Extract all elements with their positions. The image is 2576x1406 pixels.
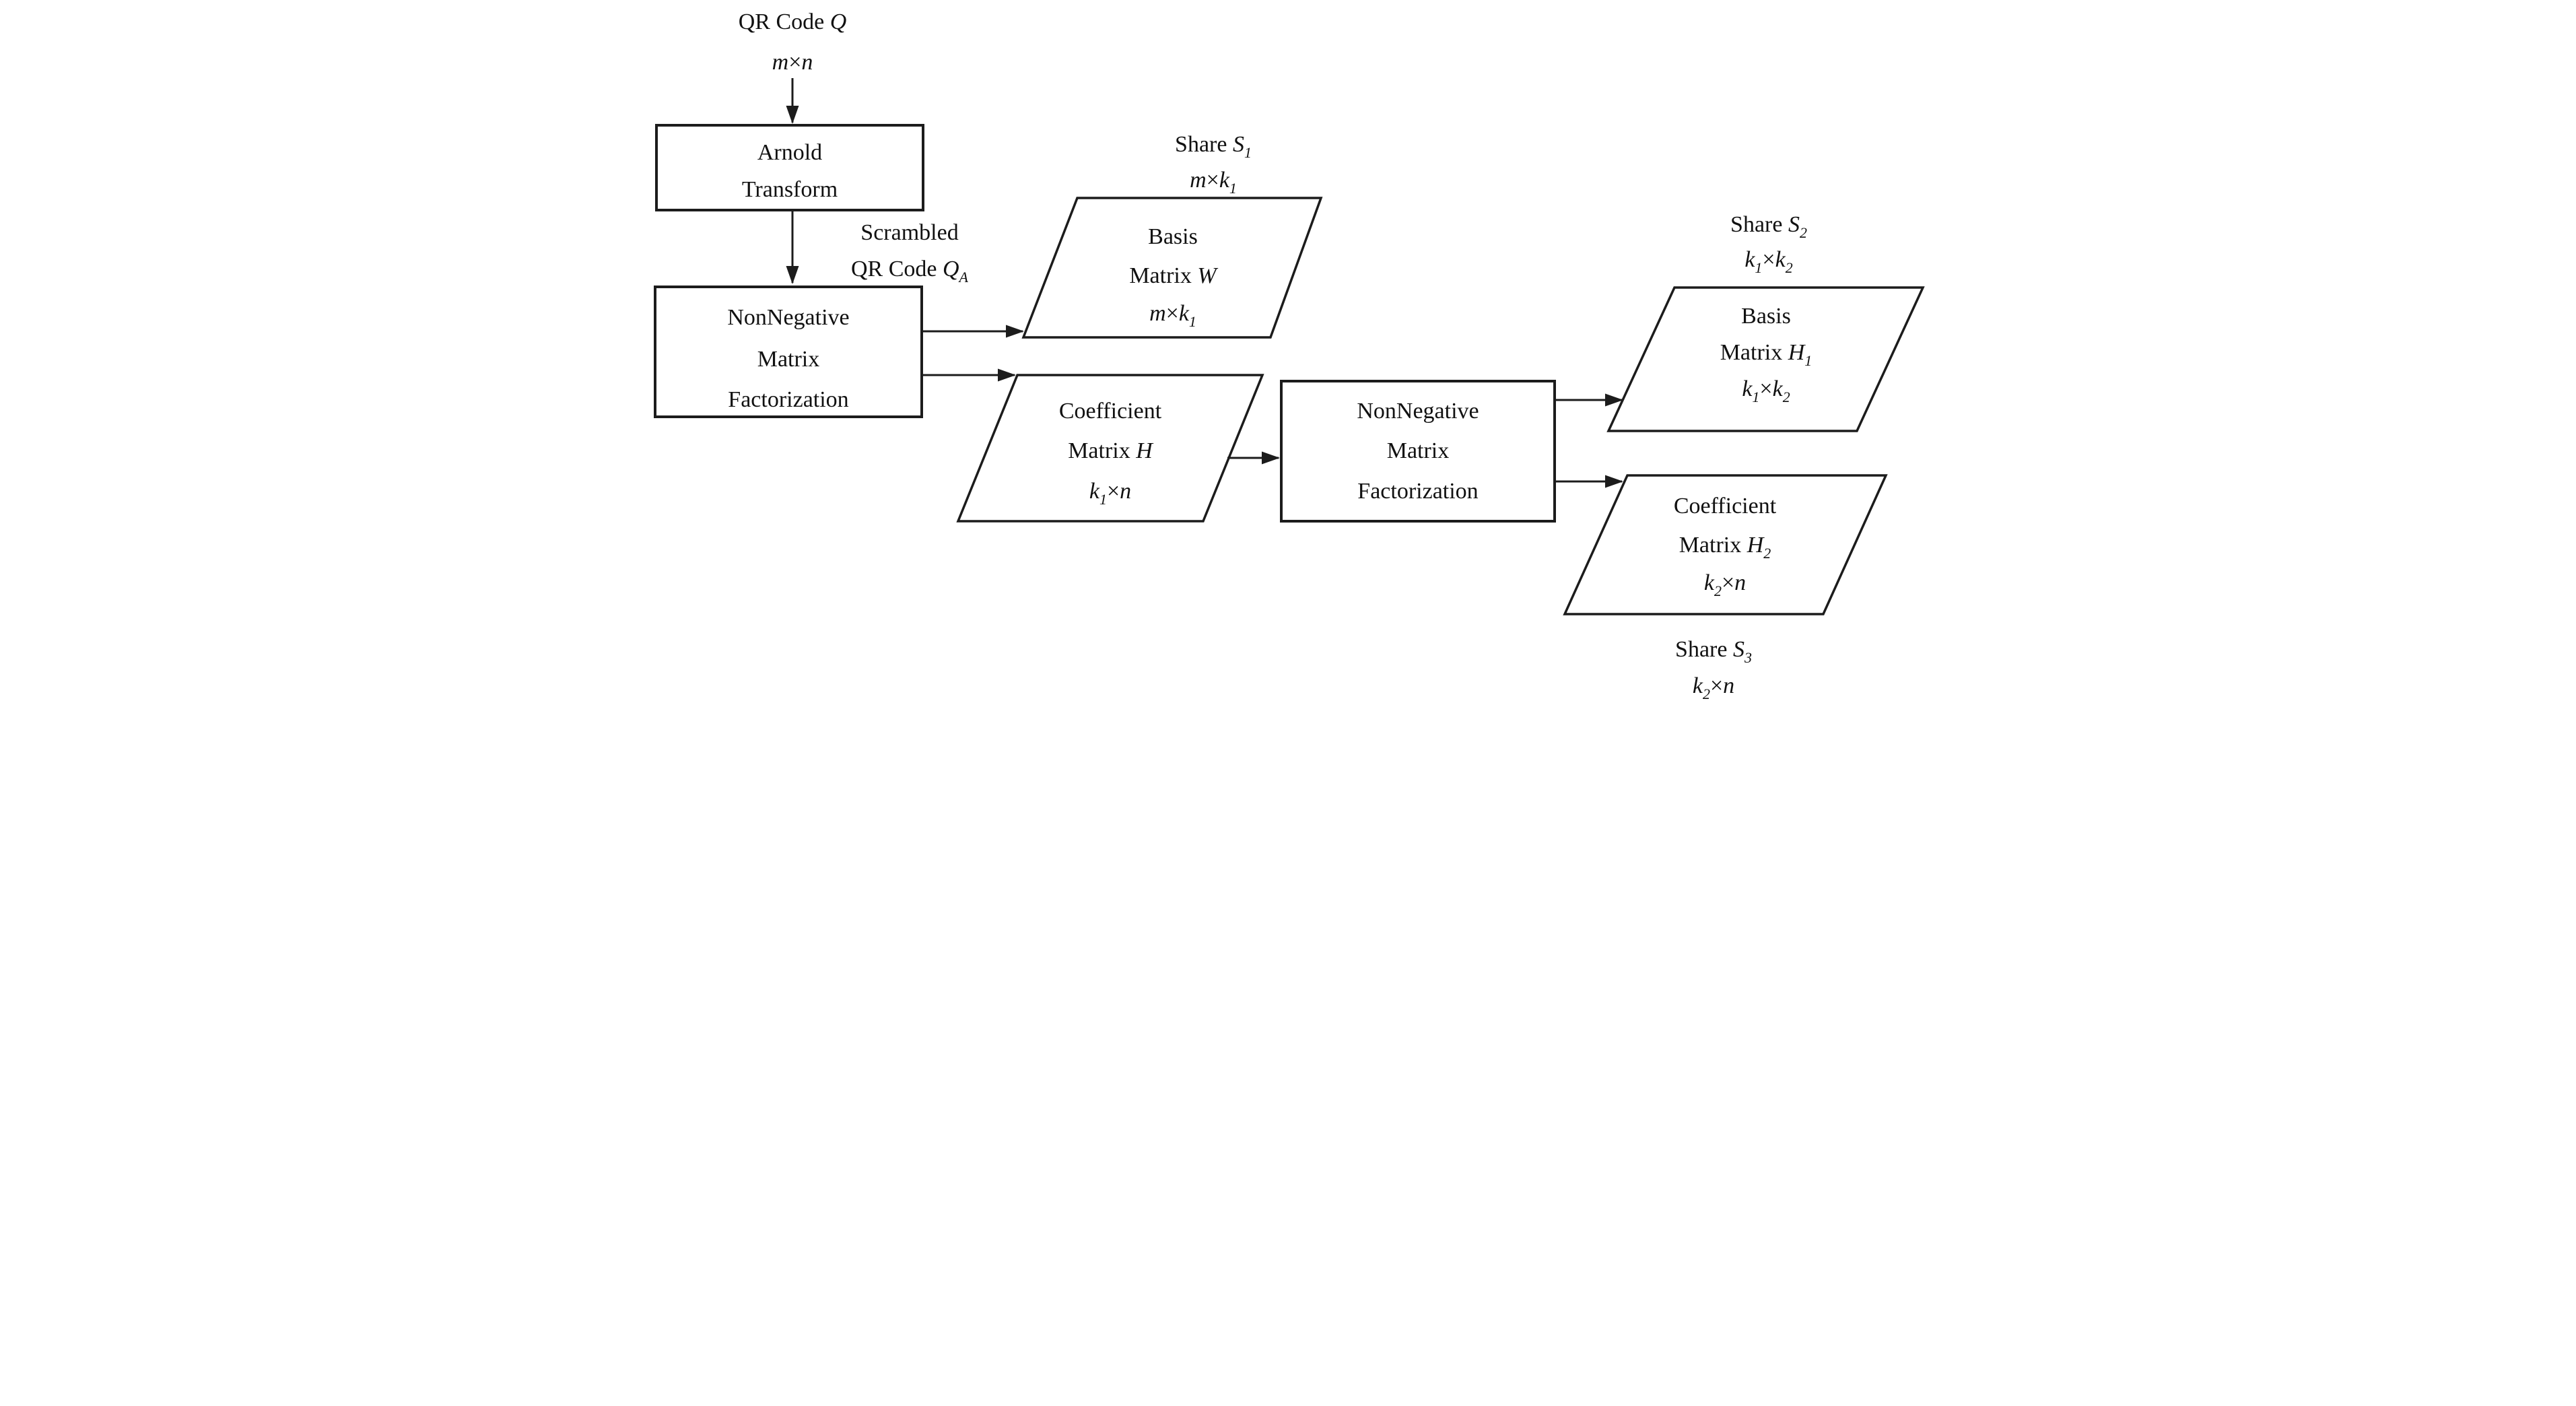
basis-h1-label-line2: Matrix H1 [1720,340,1812,369]
basis-w-dimension: m×k1 [1149,301,1196,330]
qr-input-label: QR Code Q m×n [738,9,846,75]
coeff-h2-dimension: k2×n [1703,570,1745,599]
nmf2-box [1279,380,1556,523]
coefficient-matrix-h-node: Coefficient Matrix H k1×n [955,374,1264,523]
share2-caption: Share S2 k1×k2 [1730,212,1807,276]
nmf-qr-sharing-flowchart: QR Code Q m×n Arnold Transform Scrambled… [644,0,1932,703]
coeff-h-label-line2: Matrix H [1068,438,1154,463]
qr-input-dimension: m×n [772,50,813,75]
share3-caption-dimension: k2×n [1692,673,1734,702]
basis-h1-label-line1: Basis [1741,304,1791,329]
basis-w-label-line1: Basis [1148,224,1198,249]
share1-caption: Share S1 m×k1 [1175,132,1252,197]
arnold-label-line2: Transform [741,177,837,202]
share3-caption: Share S3 k2×n [1675,637,1752,702]
arnold-label-line1: Arnold [757,140,821,165]
coefficient-matrix-h2-parallelogram [1562,474,1888,615]
scrambled-label-line2: QR Code QA [850,257,968,286]
share3-caption-line1: Share S3 [1675,637,1752,666]
basis-w-label-line2: Matrix W [1129,263,1218,288]
arnold-transform-box [654,124,924,211]
nmf1-node: NonNegative Matrix Factorization [653,286,923,418]
nmf1-box [653,286,923,418]
coeff-h-dimension: k1×n [1089,479,1130,508]
nmf1-label-line3: Factorization [728,387,848,412]
basis-matrix-h1-parallelogram [1606,286,1925,432]
qr-input-label-line1: QR Code Q [738,9,846,34]
scrambled-qr-edge-label: Scrambled QR Code QA [850,220,968,286]
basis-matrix-w-node: Basis Matrix W m×k1 [1021,197,1322,339]
nmf1-label-line2: Matrix [757,347,819,372]
coeff-h-label-line1: Coefficient [1058,399,1161,424]
share2-caption-line1: Share S2 [1730,212,1807,241]
basis-matrix-w-parallelogram [1021,197,1322,339]
coeff-h2-label-line1: Coefficient [1673,494,1776,518]
nmf1-label-line1: NonNegative [727,305,849,330]
share1-caption-line1: Share S1 [1175,132,1252,161]
scrambled-label-line1: Scrambled [860,220,958,245]
coefficient-matrix-h-parallelogram [955,374,1264,523]
basis-h1-dimension: k1×k2 [1742,376,1790,405]
nmf2-label-line3: Factorization [1357,479,1478,504]
nmf2-label-line2: Matrix [1386,438,1449,463]
share2-caption-dimension: k1×k2 [1744,247,1792,276]
coeff-h2-label-line2: Matrix H2 [1679,533,1771,562]
nmf2-node: NonNegative Matrix Factorization [1279,380,1556,523]
share1-caption-dimension: m×k1 [1190,168,1237,197]
coefficient-matrix-h2-node: Coefficient Matrix H2 k2×n [1562,474,1888,615]
basis-matrix-h1-node: Basis Matrix H1 k1×k2 [1606,286,1925,432]
flowchart-canvas: QR Code Q m×n Arnold Transform Scrambled… [644,0,1932,703]
nmf2-label-line1: NonNegative [1357,399,1479,424]
arnold-transform-node: Arnold Transform [654,124,924,211]
